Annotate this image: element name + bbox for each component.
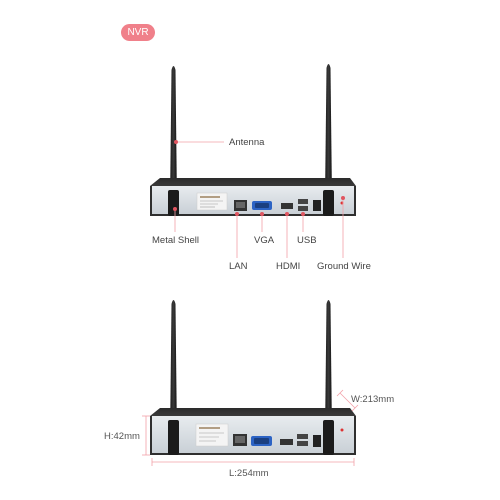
hdmi-label: HDMI — [276, 261, 301, 272]
length-dimension-label: L:254mm — [229, 468, 269, 479]
usb-port-1 — [298, 199, 308, 204]
width-dimension-label: W:213mm — [351, 394, 395, 405]
lan-label: LAN — [229, 261, 248, 272]
metal-shell-label: Metal Shell — [152, 235, 199, 246]
usb-label: USB — [297, 235, 317, 246]
right-antenna — [325, 64, 332, 200]
nvr-device-bottom — [150, 300, 356, 455]
dimension-lines — [142, 389, 359, 466]
nvr-badge: NVR — [121, 24, 155, 41]
usb-port-2 — [298, 206, 308, 211]
hdmi-port — [281, 203, 293, 209]
callouts-top — [173, 140, 345, 258]
height-dimension-label: H:42mm — [104, 431, 140, 442]
antenna-label: Antenna — [229, 137, 265, 148]
nvr-device-top — [150, 64, 356, 216]
vga-label: VGA — [254, 235, 275, 246]
left-antenna — [170, 66, 177, 205]
ground-wire-label: Ground Wire — [317, 261, 371, 272]
